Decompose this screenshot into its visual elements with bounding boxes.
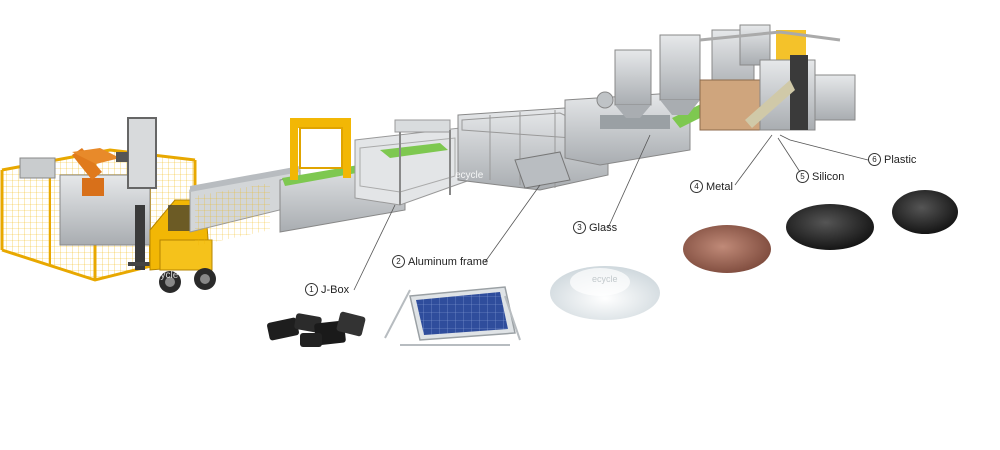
label-number-1: 1 — [305, 283, 318, 296]
leader-line-5 — [777, 137, 801, 173]
label-number-5: 5 — [796, 170, 809, 183]
robot-arm — [72, 148, 128, 196]
sorting-towers — [614, 24, 856, 131]
label-number-4: 4 — [690, 180, 703, 193]
solar-panel-frame — [384, 286, 521, 346]
metal-pile — [683, 225, 771, 273]
frame-remover-gantry — [290, 118, 351, 180]
leader-lines — [353, 134, 869, 291]
label-text-metal: Metal — [706, 181, 733, 193]
leader-line-1 — [353, 204, 396, 291]
silicon-pile — [786, 204, 874, 250]
label-text-plastic: Plastic — [884, 154, 917, 166]
label-number-2: 2 — [392, 255, 405, 268]
label-number-3: 3 — [573, 221, 586, 234]
leader-line-4 — [734, 134, 773, 186]
label-number-6: 6 — [868, 153, 881, 166]
leader-line-6 — [779, 134, 869, 161]
label-text-jbox: J-Box — [321, 284, 350, 296]
junction-box-station — [354, 119, 471, 206]
leader-line-3 — [607, 134, 651, 229]
jbox-pile — [267, 311, 366, 347]
leader-line-2 — [484, 184, 541, 263]
glass-pile: ecycle — [550, 266, 660, 320]
watermark-text-2: ecycle — [455, 170, 484, 181]
label-text-silicon: Silicon — [812, 171, 845, 183]
plastic-pile — [892, 190, 958, 234]
label-text-glass: Glass — [589, 222, 618, 234]
watermark-text-3: ecycle — [592, 274, 618, 284]
watermark-text-1: ecycle — [150, 270, 179, 281]
label-text-aluminum-frame: Aluminum frame — [408, 256, 489, 268]
